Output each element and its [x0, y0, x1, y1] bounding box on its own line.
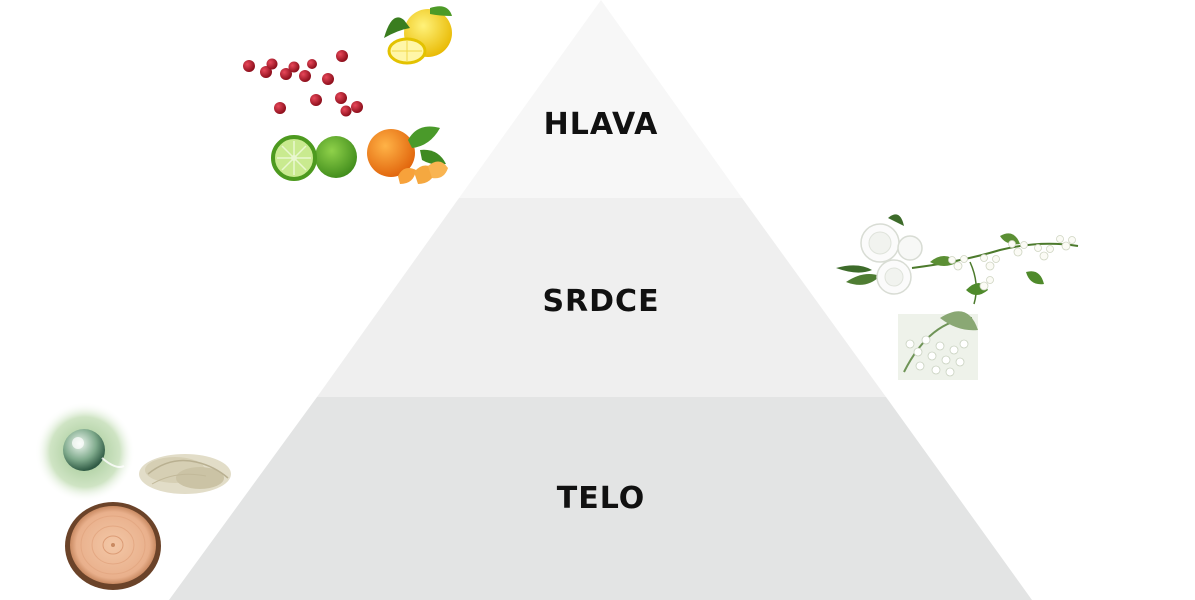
lily-of-the-valley-illustration [898, 311, 978, 380]
moss-illustration [139, 454, 231, 494]
gardenia-illustration [836, 214, 923, 295]
tier-label-bottom: TELO [557, 481, 646, 516]
cranberries-illustration [243, 50, 363, 117]
lime-illustration [271, 135, 357, 181]
lemon-illustration [384, 6, 452, 65]
mandarin-illustration [367, 126, 448, 184]
tier-label-top: HLAVA [544, 107, 659, 142]
wood-slice-illustration [65, 502, 161, 590]
jasmine-illustration [911, 233, 1079, 305]
pyramid-tier-top [459, 0, 742, 198]
pyramid-tier-middle [317, 198, 886, 397]
pyramid-tier-bottom [169, 397, 1032, 600]
musk-sphere-illustration [35, 402, 135, 502]
tier-label-middle: SRDCE [542, 284, 659, 319]
